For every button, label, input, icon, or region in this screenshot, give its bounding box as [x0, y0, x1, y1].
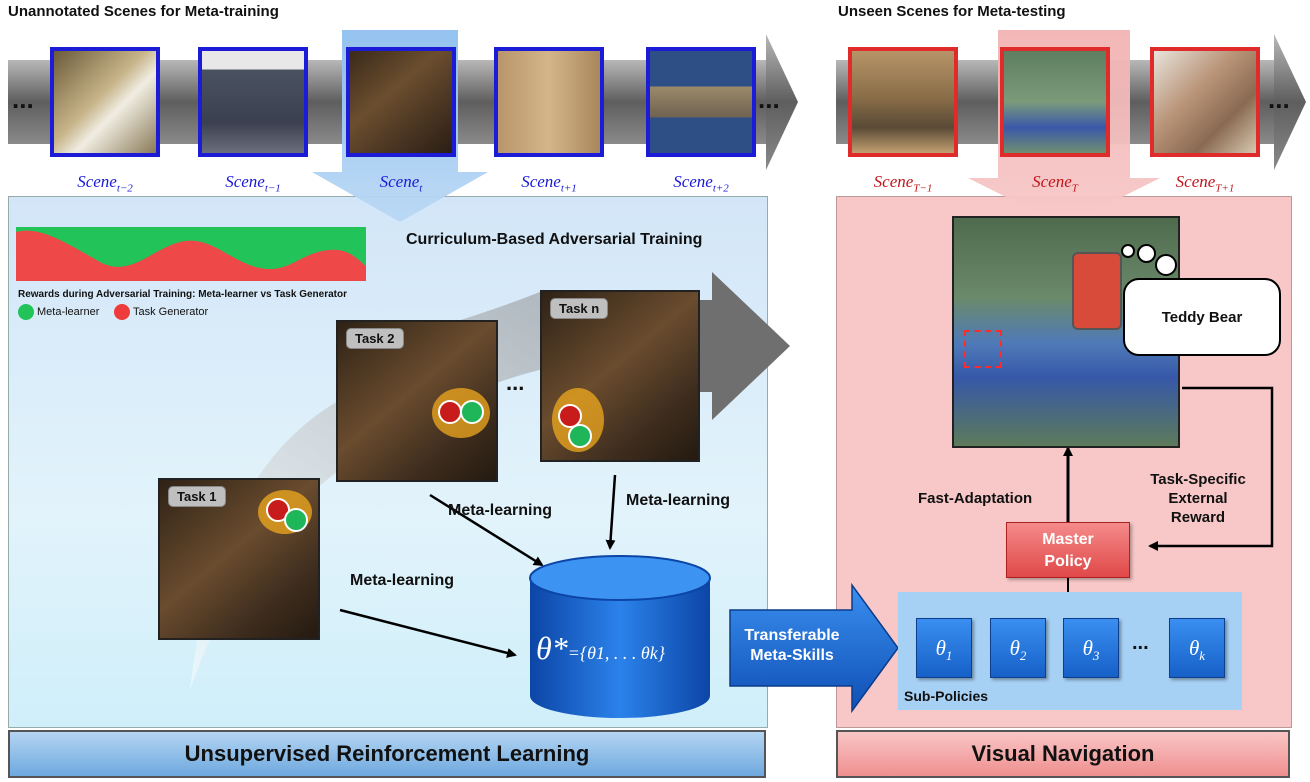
- meta-learning-label: Meta-learning: [350, 572, 455, 589]
- scene-label: SceneT+1: [1175, 172, 1235, 195]
- sub-policies-ellipsis: ...: [1132, 632, 1149, 654]
- meta-learning-arrow-taskn: [605, 474, 617, 550]
- task-generator-swatch-icon: [114, 304, 130, 320]
- scene-label: SceneT−1: [873, 172, 933, 195]
- external-reward-label: Task-Specific External Reward: [1150, 471, 1246, 526]
- legend-meta-learner: Meta-learner: [18, 304, 99, 320]
- meta-testing-header: Unseen Scenes for Meta-testing: [838, 3, 1066, 20]
- task-tag: Task 2: [346, 328, 404, 349]
- scene-thumbnail: [346, 47, 456, 157]
- sub-policy-box: θ1: [916, 618, 972, 678]
- meta-learning-arrow-task1: [339, 608, 517, 658]
- transfer-label: Transferable Meta-Skills: [744, 627, 840, 664]
- teddy-bear-bubble: Teddy Bear: [1123, 278, 1281, 356]
- scene-label: Scenet+2: [673, 172, 729, 195]
- sub-policies-label: Sub-Policies: [904, 688, 989, 704]
- left-bar-ellipsis-start: ...: [12, 84, 34, 114]
- scene-thumbnail: [646, 47, 756, 157]
- task-card: Task 2: [336, 320, 498, 482]
- task-generator-agent-icon: [438, 400, 462, 424]
- teddy-bear-label: Teddy Bear: [1161, 308, 1243, 326]
- sub-policy-box: θ3: [1063, 618, 1119, 678]
- scene-thumbnail: [848, 47, 958, 157]
- scene-thumbnail: [494, 47, 604, 157]
- sub-policy-box: θk: [1169, 618, 1225, 678]
- tasks-ellipsis: ...: [506, 370, 525, 395]
- rewards-caption: Rewards during Adversarial Training: Met…: [18, 289, 347, 300]
- scene-thumbnail: [1000, 47, 1110, 157]
- right-bar-ellipsis-end: ...: [1268, 84, 1290, 114]
- external-reward-connector: [1148, 386, 1274, 551]
- master-policy-box: Master Policy: [1006, 522, 1130, 578]
- meta-learner-agent-icon: [460, 400, 484, 424]
- meta-learning-arrow-task2: [429, 493, 544, 567]
- task-generator-agent-icon: [558, 404, 582, 428]
- task-card: Task 1: [158, 478, 320, 640]
- meta-skills-database: [529, 555, 711, 718]
- legend-task-generator: Task Generator: [114, 304, 208, 320]
- task-tag: Task 1: [168, 486, 226, 507]
- target-object-box: [964, 330, 1002, 368]
- task-generator-reward-area: [16, 230, 366, 281]
- left-bar-ellipsis-end: ...: [758, 84, 780, 114]
- scene-label: Scenet−2: [77, 172, 133, 195]
- visual-navigation-footer: Visual Navigation: [836, 730, 1290, 778]
- curriculum-title: Curriculum-Based Adversarial Training: [406, 231, 703, 248]
- task-card: Task n: [540, 290, 700, 462]
- thought-bubble-small: [1121, 244, 1135, 258]
- unsupervised-rl-footer: Unsupervised Reinforcement Learning: [8, 730, 766, 778]
- meta-training-header: Unannotated Scenes for Meta-training: [8, 3, 279, 20]
- robot-icon: [1072, 252, 1122, 330]
- meta-learner-agent-icon: [568, 424, 592, 448]
- rewards-chart: [16, 227, 366, 281]
- scene-label: Scenet+1: [521, 172, 577, 195]
- fast-adaptation-label: Fast-Adaptation: [918, 490, 1033, 507]
- meta-learning-label: Meta-learning: [626, 492, 731, 509]
- thought-bubble-large: [1155, 254, 1177, 276]
- meta-learner-swatch-icon: [18, 304, 34, 320]
- scene-thumbnail: [1150, 47, 1260, 157]
- meta-learner-agent-icon: [284, 508, 308, 532]
- scene-thumbnail: [198, 47, 308, 157]
- sub-policy-box: θ2: [990, 618, 1046, 678]
- scene-label: SceneT: [1032, 172, 1078, 195]
- scene-label: Scenet−1: [225, 172, 281, 195]
- theta-star-formula: θ*={θ1, . . . θk}: [536, 630, 665, 666]
- meta-learning-label: Meta-learning: [448, 502, 553, 519]
- scene-thumbnail: [50, 47, 160, 157]
- scene-label: Scenet: [379, 172, 423, 195]
- thought-bubble-medium: [1137, 244, 1156, 263]
- task-tag: Task n: [550, 298, 609, 319]
- transfer-arrow: [729, 582, 899, 714]
